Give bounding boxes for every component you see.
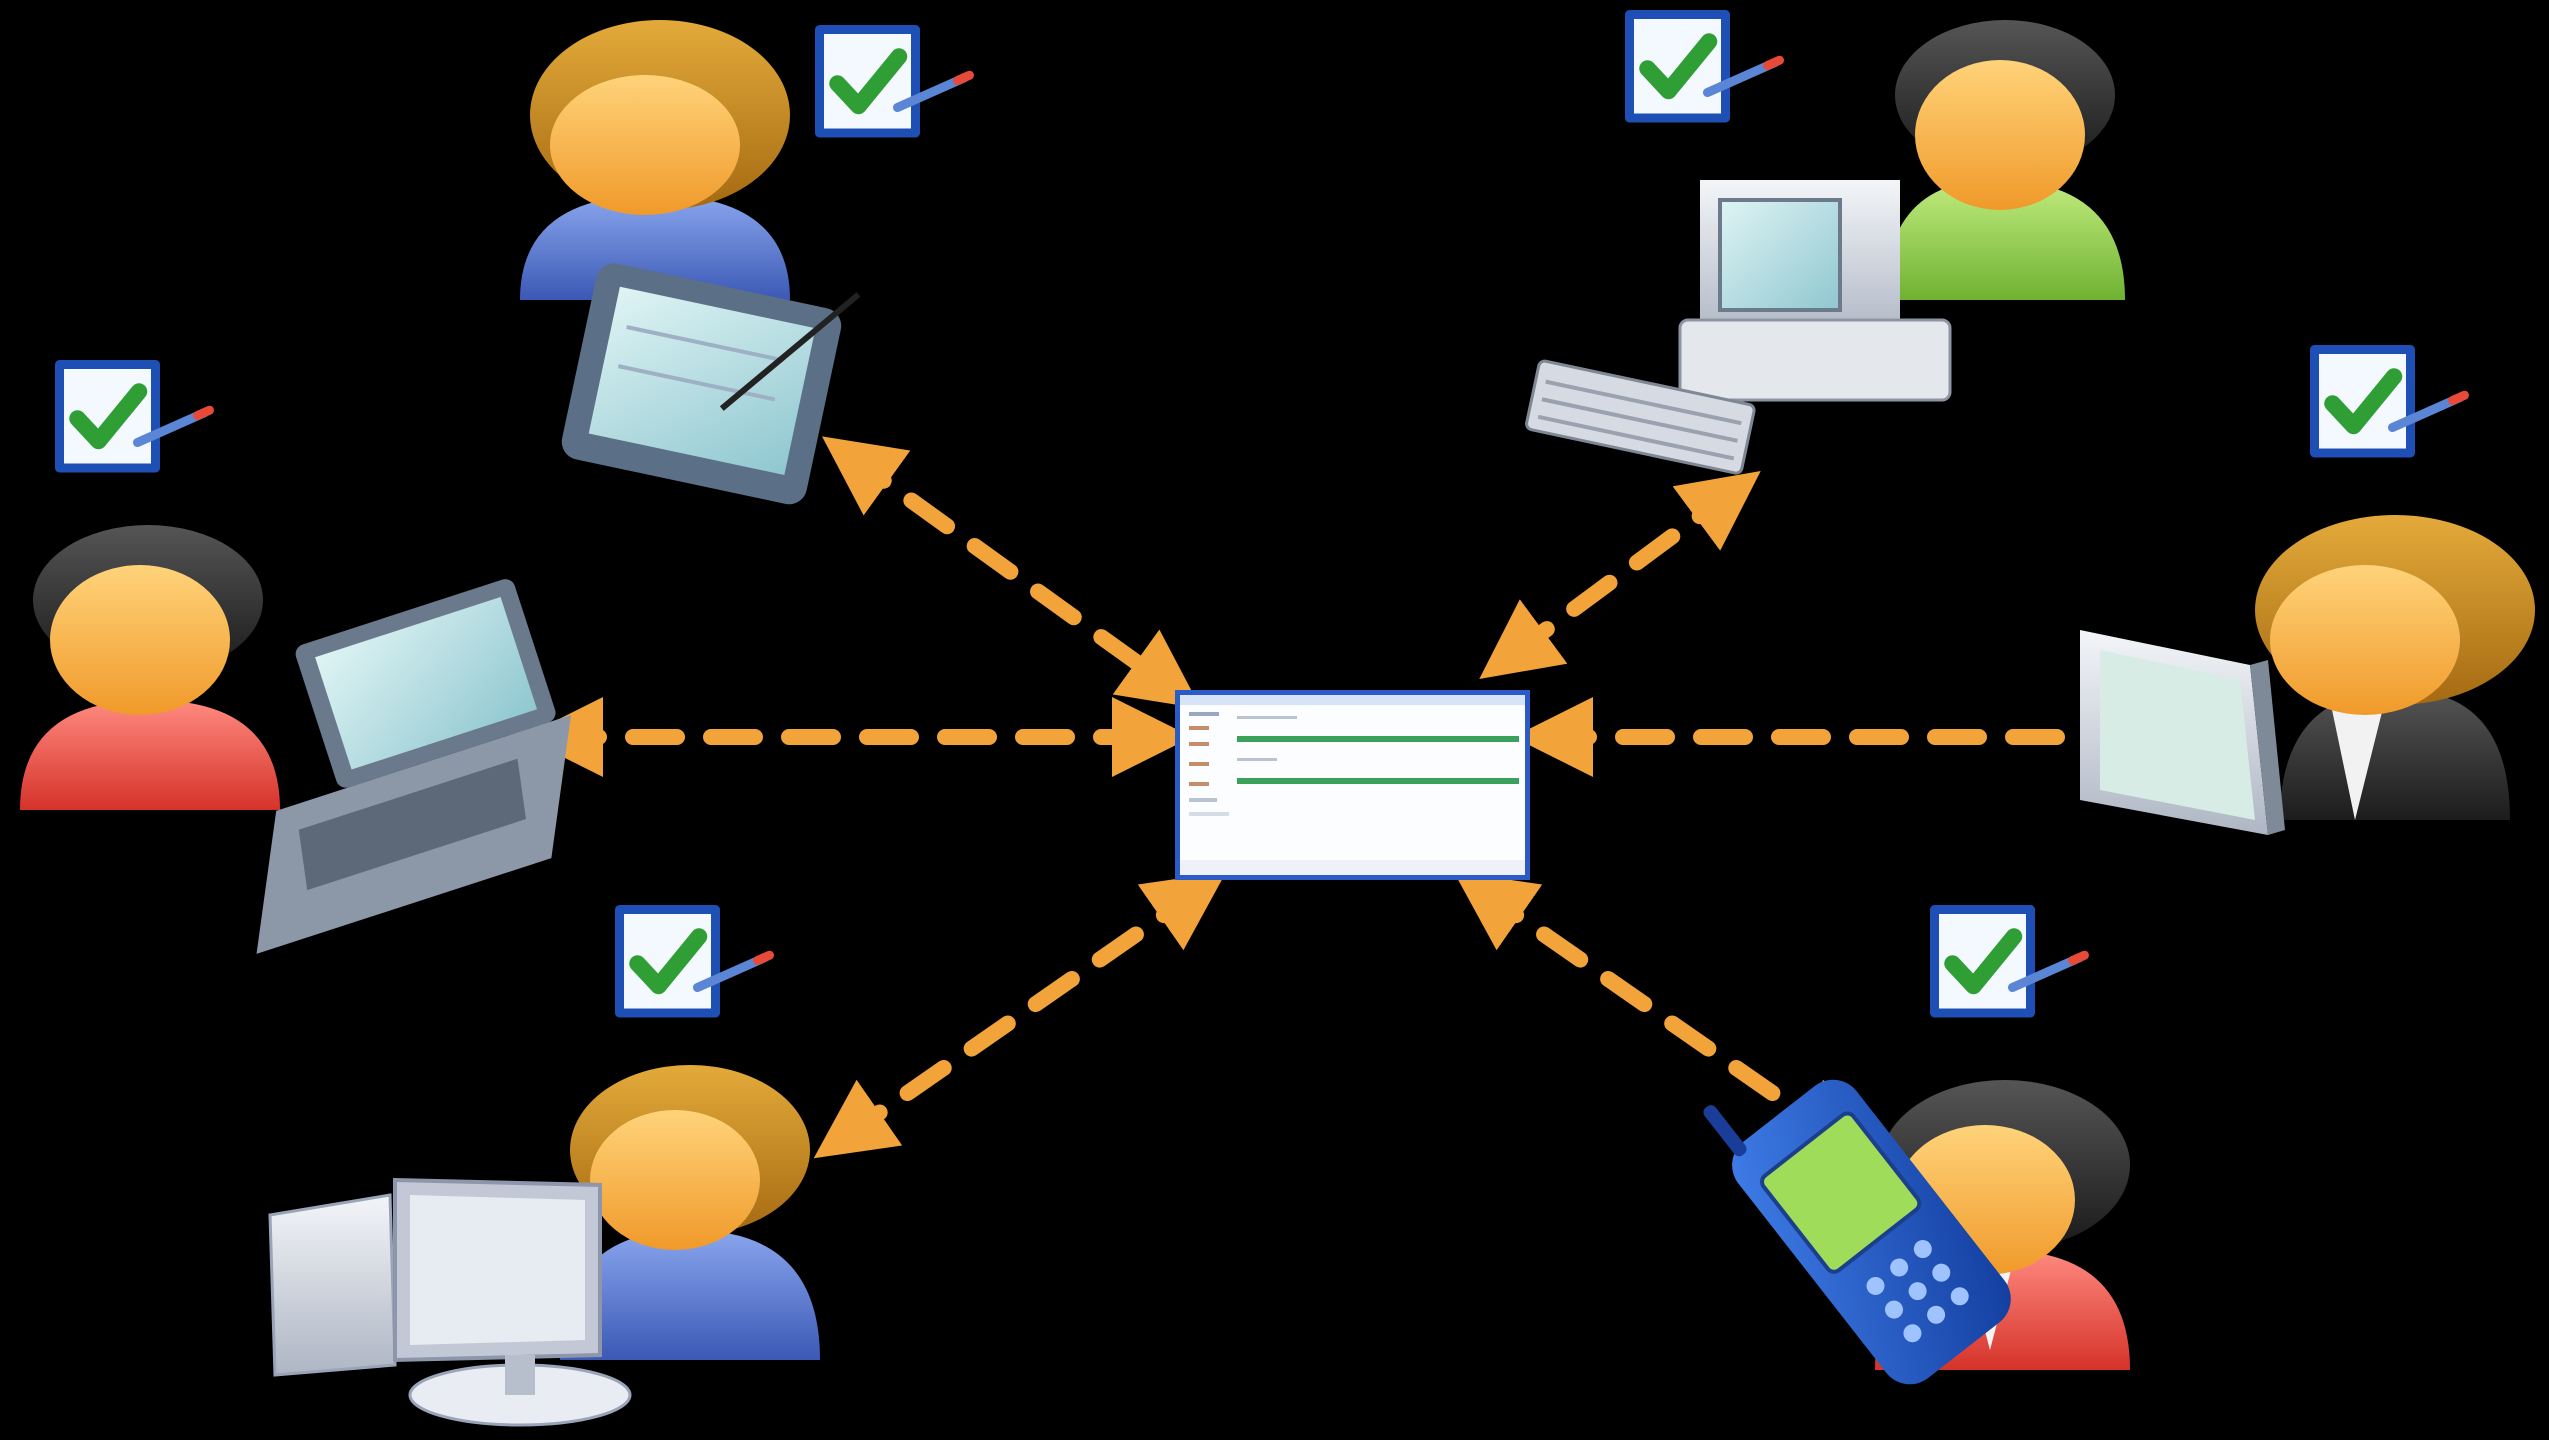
user-right bbox=[2080, 345, 2535, 835]
checked-form-icon bbox=[1625, 10, 1780, 123]
user-bottom-right bbox=[1703, 905, 2130, 1385]
user-top-right bbox=[1525, 10, 2125, 475]
monitor-icon bbox=[2080, 630, 2285, 835]
person-avatar bbox=[20, 525, 280, 810]
connector-bottom-left bbox=[813, 871, 1227, 1159]
user-bottom-left bbox=[268, 905, 820, 1427]
desktop-computer-icon bbox=[268, 1177, 632, 1427]
laptop-icon bbox=[256, 579, 572, 954]
connector-bottom-right bbox=[1453, 871, 1867, 1159]
user-left bbox=[20, 360, 572, 954]
checked-form-icon bbox=[1930, 905, 2085, 1018]
connector-group bbox=[523, 436, 2162, 1159]
checked-form-icon bbox=[55, 360, 210, 473]
hub-form-window bbox=[1175, 690, 1530, 880]
checked-form-icon bbox=[615, 905, 770, 1018]
desktop-computer-icon bbox=[1525, 180, 1952, 475]
person-avatar bbox=[1885, 20, 2125, 300]
connector-top-right bbox=[1479, 470, 1761, 680]
person-avatar bbox=[2255, 515, 2535, 820]
connector-top-left bbox=[822, 436, 1201, 709]
user-top-left bbox=[520, 20, 970, 505]
person-avatar bbox=[520, 20, 790, 300]
tablet-device bbox=[561, 263, 861, 505]
checked-form-icon bbox=[815, 25, 970, 138]
mobile-phone-icon bbox=[1703, 1079, 2011, 1385]
checked-form-icon bbox=[2310, 345, 2465, 458]
person-avatar bbox=[560, 1065, 820, 1360]
